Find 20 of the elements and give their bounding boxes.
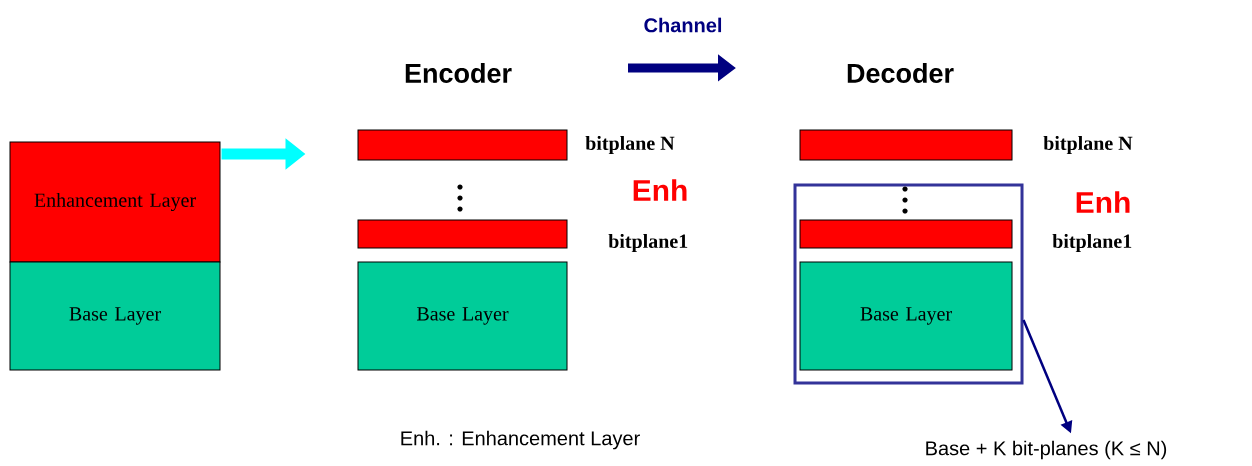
caption-text: Base + K bit-planes (K ≤ N) xyxy=(926,440,1167,460)
bitplane-bar xyxy=(357,219,568,249)
selection-frame xyxy=(793,183,1024,385)
bitplane-label: bitplane1 xyxy=(1052,233,1132,253)
layer-box: Base Layer xyxy=(799,261,1013,371)
layer-box: Base Layer xyxy=(9,261,221,371)
bitplane-label: bitplane N xyxy=(585,135,675,155)
layer-box: Enhancement Layer xyxy=(9,141,221,263)
heading: Decoder xyxy=(847,63,954,83)
layer-tag: Enh xyxy=(1076,191,1130,213)
bitplane-label: bitplane N xyxy=(1043,135,1133,155)
channel-label: Channel xyxy=(644,17,722,33)
bitplane-label: bitplane1 xyxy=(608,233,688,253)
layer-box: Base Layer xyxy=(357,261,568,371)
heading: Encoder xyxy=(405,63,512,83)
layer-tag: Enh xyxy=(633,179,687,201)
bitplane-bar xyxy=(357,129,568,161)
bitplane-bar xyxy=(799,219,1013,249)
bitplane-bar xyxy=(799,129,1013,161)
legend-note: Enh. : Enhancement Layer xyxy=(401,430,640,450)
